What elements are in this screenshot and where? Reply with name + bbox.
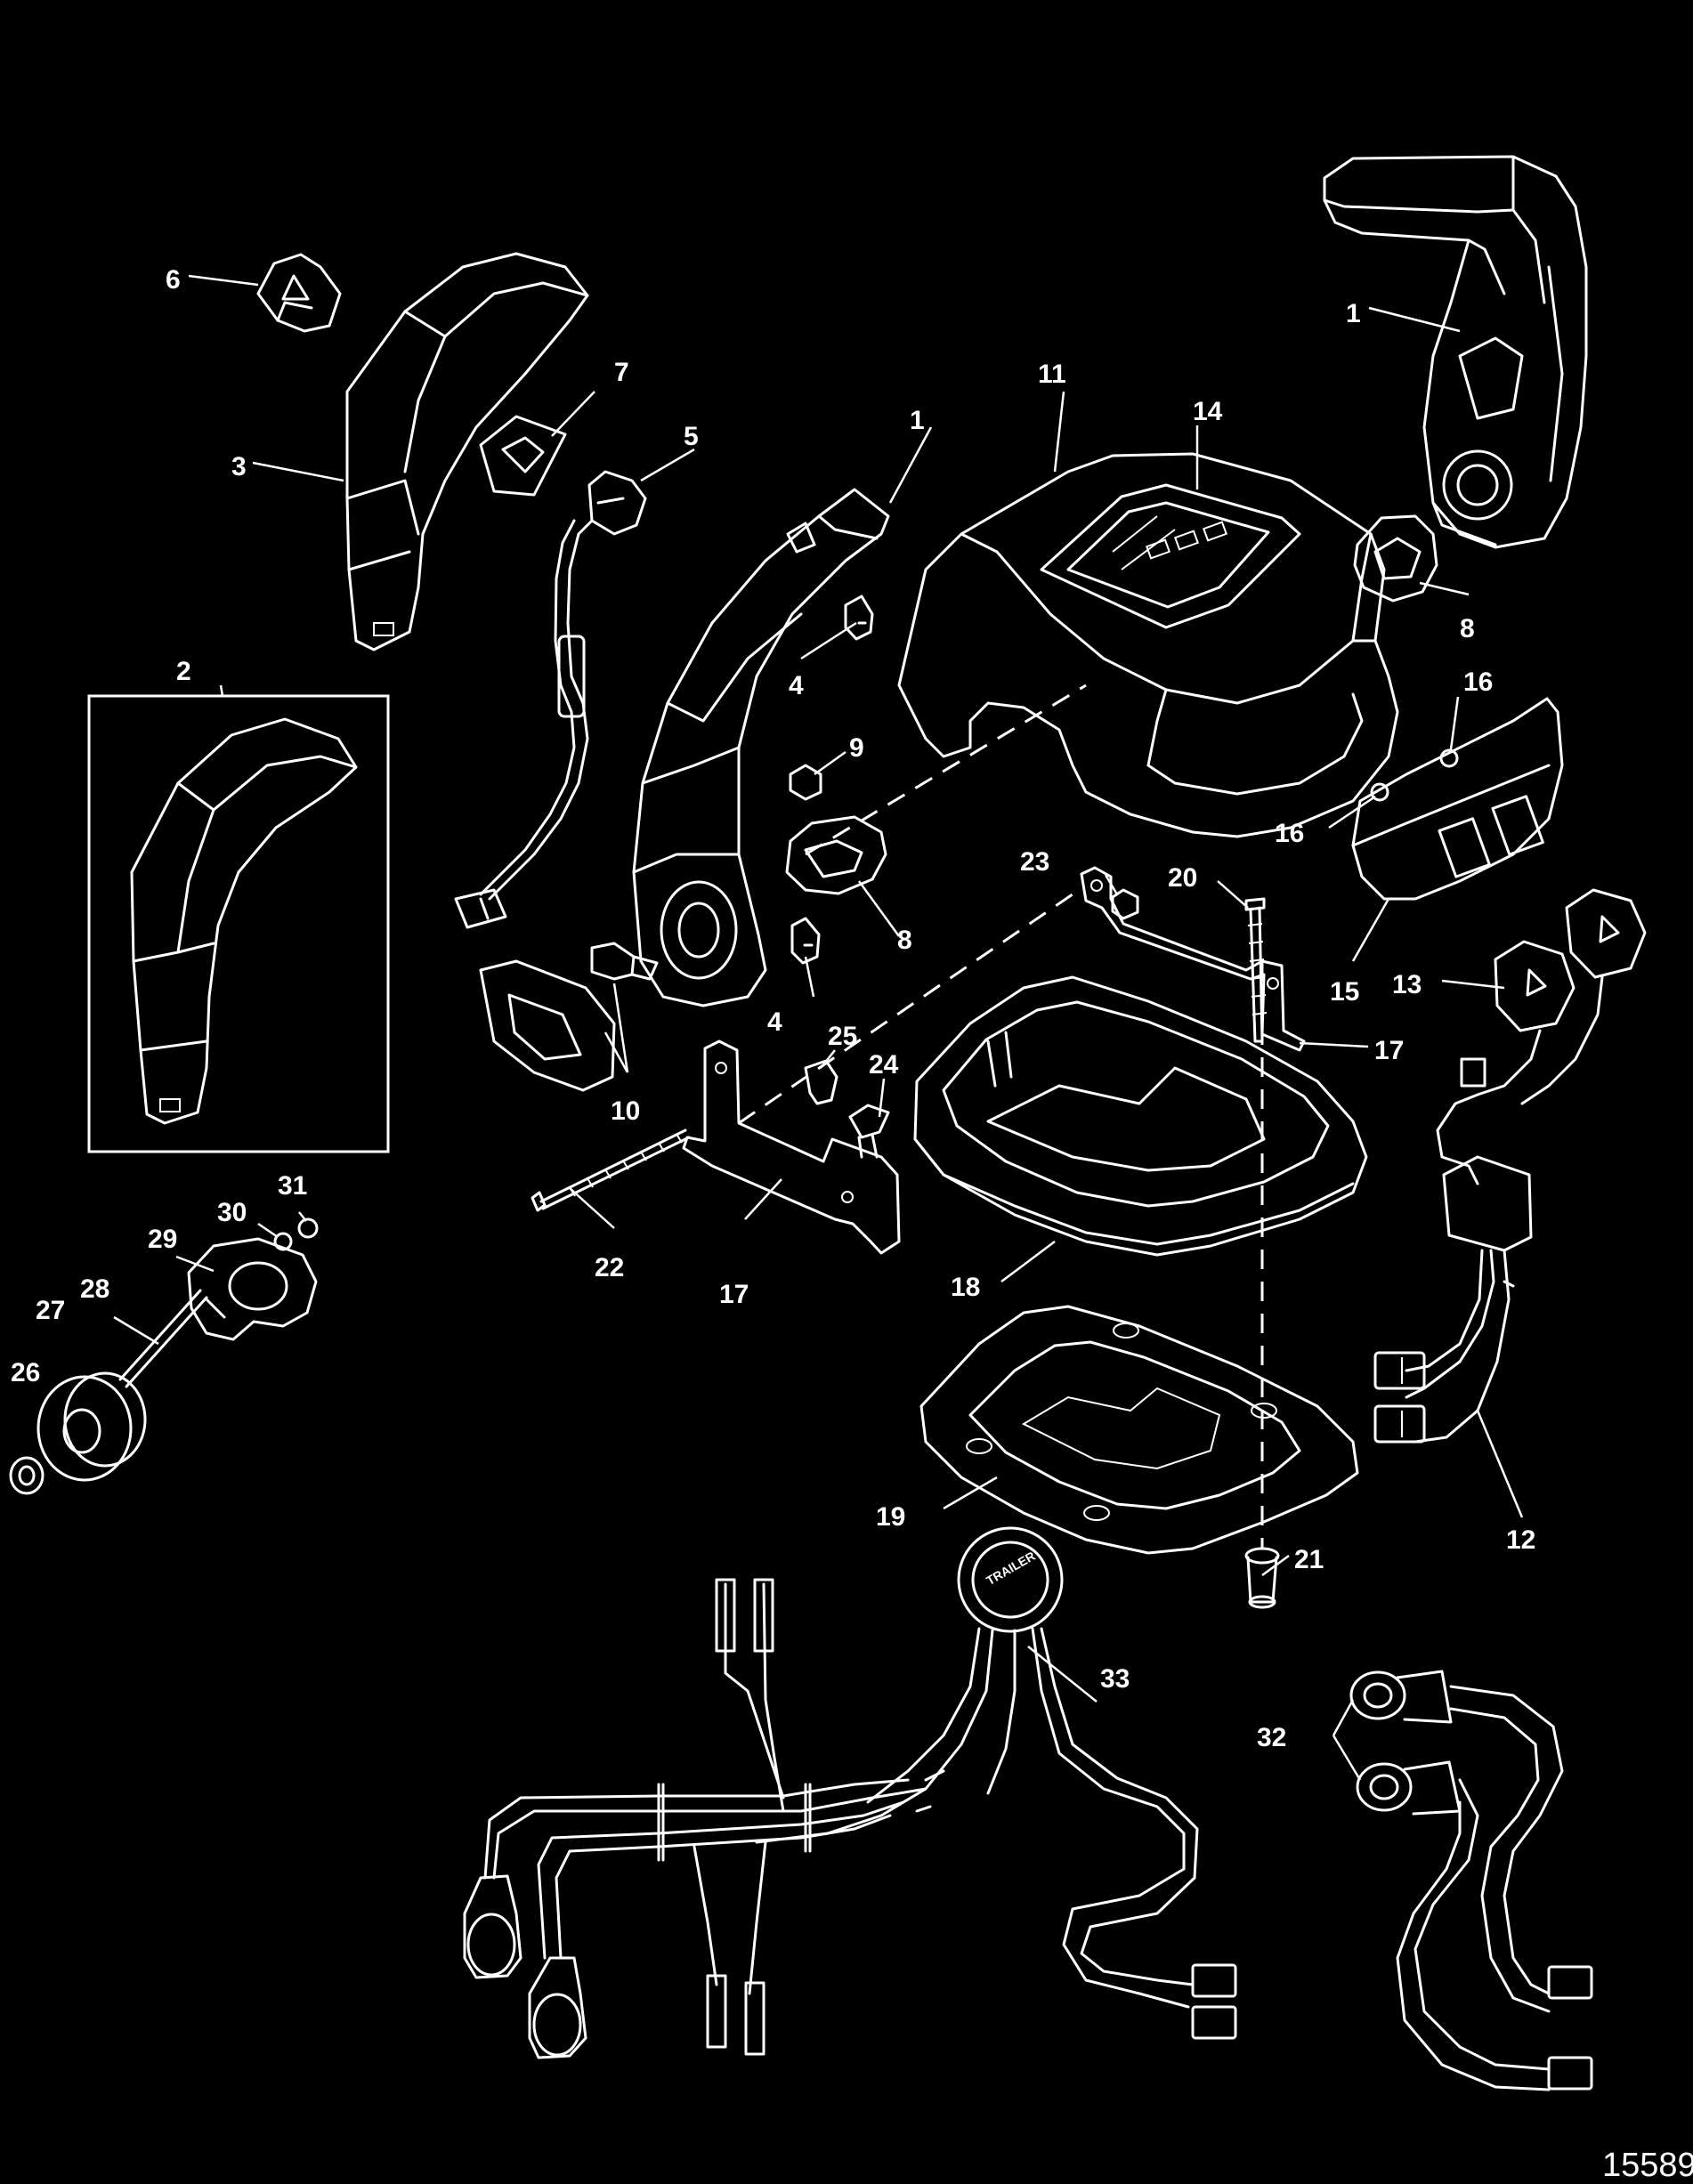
base-tray: [913, 975, 1368, 1257]
figure-number: 15589: [1602, 2147, 1693, 2184]
trim-toggle-switches: [1436, 888, 1647, 1185]
mounting-plate: [479, 959, 616, 1092]
mounting-pin: [590, 942, 659, 981]
leader-lines: [113, 274, 1524, 1781]
handle-cover: [345, 252, 589, 651]
callout-12: 12: [1506, 1525, 1535, 1555]
trim-switch-harness: [454, 470, 647, 929]
inset-frame: [87, 694, 390, 1153]
screw-lower: [790, 917, 821, 965]
callout-3: 3: [231, 452, 247, 481]
callout-18: 18: [951, 1273, 980, 1302]
callout-6: 6: [166, 265, 181, 295]
callout-8-right: 8: [1460, 614, 1475, 643]
callout-1-center: 1: [910, 406, 925, 435]
decal: [479, 415, 567, 497]
alignment-line-1: [805, 684, 1087, 856]
callout-numbers: 1 1 2 3 4 4 5 6 7 8 8 9 10 11 12 13 14 1…: [11, 265, 1535, 1752]
callout-19: 19: [876, 1502, 905, 1532]
callout-31: 31: [278, 1171, 307, 1201]
callout-5: 5: [684, 422, 699, 451]
mounting-bracket-lower: [682, 1039, 901, 1255]
nut-26: [9, 1456, 45, 1495]
bracket-29: [187, 1237, 318, 1341]
clip-24: [848, 1104, 890, 1159]
callout-7: 7: [614, 358, 629, 387]
nut-16-lower: [1370, 782, 1389, 802]
base-gasket: [919, 1305, 1359, 1555]
bushing-21: [1244, 1547, 1280, 1609]
nut-31: [297, 1217, 319, 1239]
nut: [789, 764, 822, 801]
callout-21: 21: [1294, 1545, 1324, 1574]
callout-27: 27: [36, 1296, 65, 1325]
callout-30: 30: [217, 1198, 247, 1227]
callout-28: 28: [80, 1274, 109, 1304]
callout-11: 11: [1038, 360, 1066, 389]
stud-28: [118, 1289, 208, 1388]
callout-4-upper: 4: [789, 671, 804, 700]
callout-9: 9: [849, 733, 864, 763]
extension-harness: [1349, 1670, 1593, 2091]
trim-harness: [1373, 1155, 1533, 1444]
trailer-label: TRAILER: [984, 1549, 1038, 1588]
callout-24: 24: [869, 1050, 899, 1080]
control-handle-right: [1323, 155, 1588, 549]
mounting-bracket-upper: [1080, 866, 1306, 1052]
long-bolt: [531, 1128, 691, 1212]
trailer-switch-harness: TRAILER: [463, 1526, 1237, 2059]
callout-33: 33: [1100, 1664, 1130, 1694]
callout-17-lower: 17: [719, 1280, 749, 1309]
callout-14: 14: [1193, 397, 1223, 426]
callout-29: 29: [148, 1225, 177, 1254]
alignment-line-2: [738, 886, 1082, 1125]
knob-27: [36, 1371, 147, 1482]
callout-26: 26: [11, 1358, 40, 1387]
neutral-clamp-center: [785, 815, 887, 895]
callout-8-center: 8: [897, 926, 912, 955]
washer-30: [273, 1232, 293, 1251]
callout-1-right: 1: [1346, 299, 1361, 328]
trim-switch-panel: [1351, 697, 1564, 901]
callout-22: 22: [595, 1253, 624, 1282]
callout-20: 20: [1168, 863, 1197, 893]
callout-13: 13: [1392, 970, 1422, 999]
inset-handle-cover: [130, 717, 358, 1125]
callout-25: 25: [828, 1022, 857, 1051]
callout-17-right: 17: [1374, 1036, 1404, 1065]
callout-32: 32: [1257, 1723, 1286, 1752]
callout-10: 10: [611, 1096, 640, 1126]
housing-decal: [1040, 483, 1301, 629]
callout-15: 15: [1330, 977, 1359, 1007]
callout-16-lower: 16: [1275, 819, 1304, 848]
screw-upper: [844, 595, 874, 641]
callout-4-lower: 4: [767, 1007, 782, 1037]
callout-16-upper: 16: [1463, 667, 1493, 697]
callout-2: 2: [176, 657, 191, 686]
nut-23: [1111, 888, 1139, 920]
control-handle-left-arm: [632, 488, 890, 1007]
callout-23: 23: [1020, 847, 1049, 877]
top-cover-housing: [897, 452, 1399, 838]
trim-button-cover: [256, 253, 342, 333]
